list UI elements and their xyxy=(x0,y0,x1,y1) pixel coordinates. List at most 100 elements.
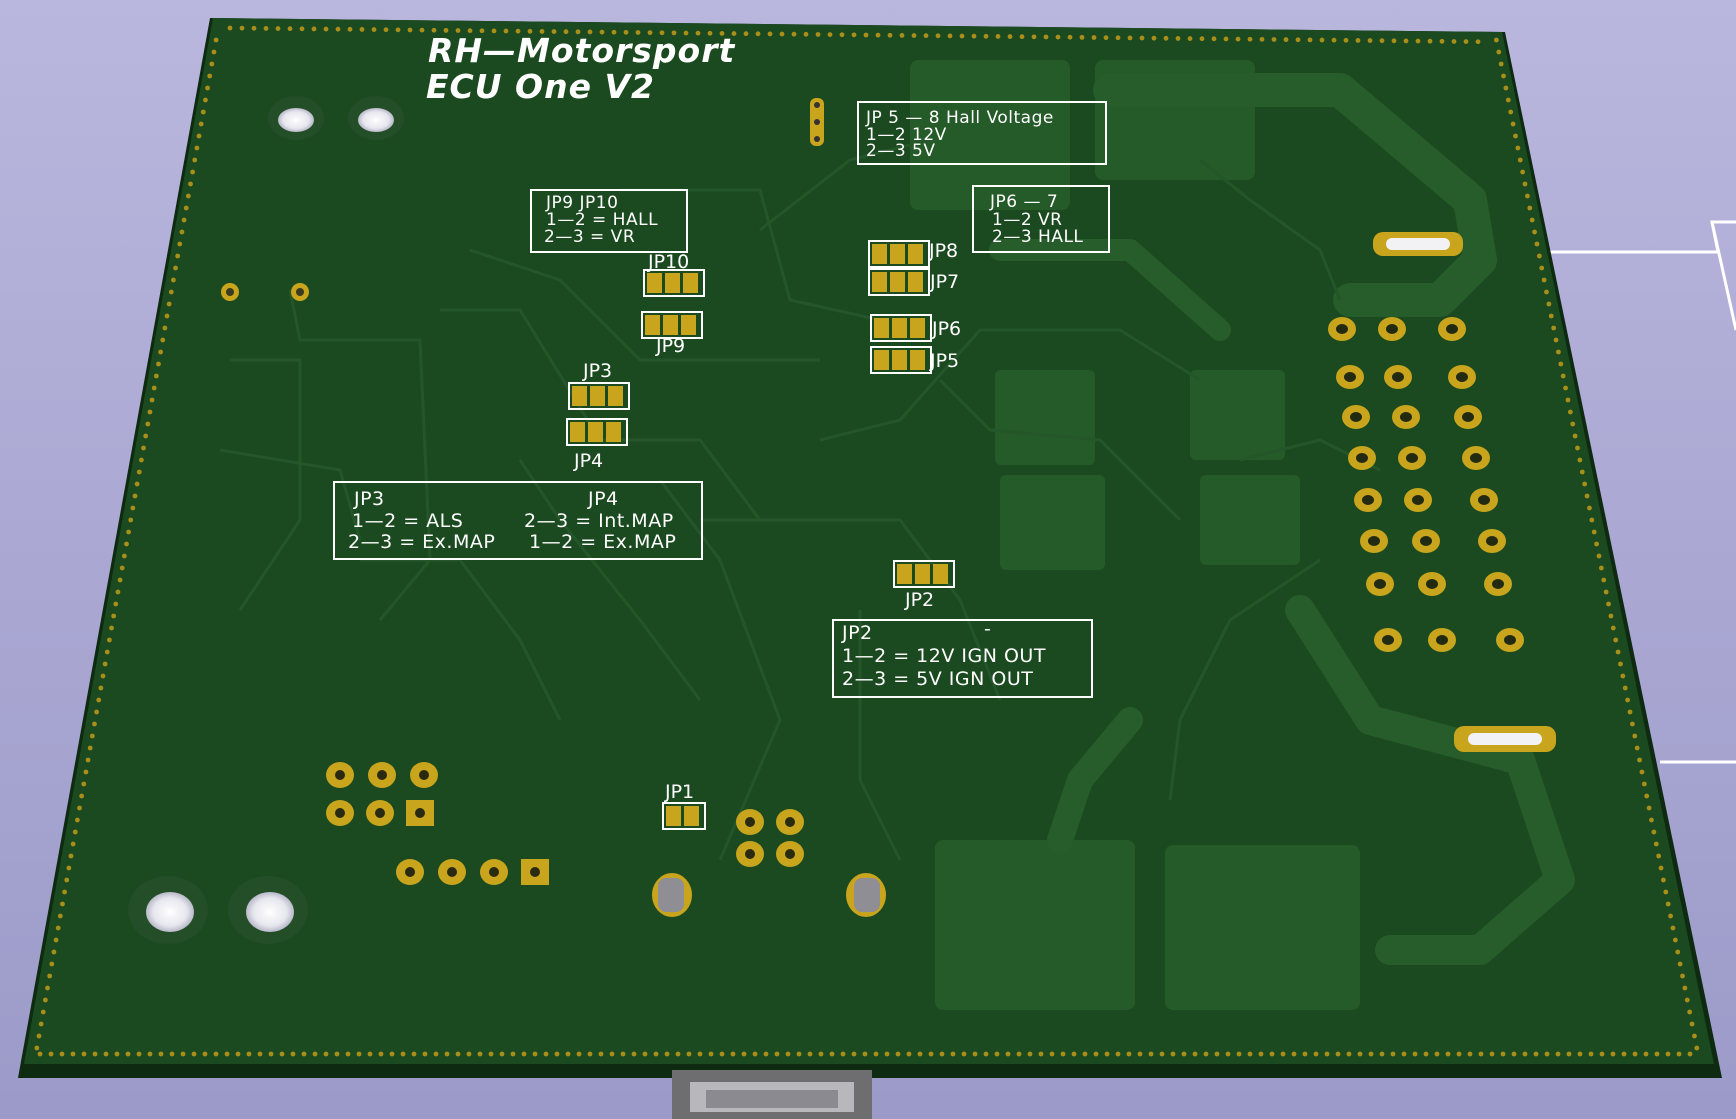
edge-via xyxy=(57,913,63,919)
edge-via xyxy=(1522,181,1528,187)
edge-via xyxy=(611,29,617,35)
jumper-pad xyxy=(915,564,930,584)
edge-via xyxy=(1445,1051,1451,1057)
edge-via xyxy=(136,1051,142,1057)
jumper-outline xyxy=(893,560,955,588)
edge-via xyxy=(72,829,78,835)
note-hall-voltage xyxy=(857,101,1107,165)
edge-via xyxy=(411,1051,417,1057)
edge-via xyxy=(1379,38,1385,44)
edge-via xyxy=(1082,1051,1088,1057)
edge-via xyxy=(488,1051,494,1057)
edge-via xyxy=(1335,1051,1341,1057)
test-pads xyxy=(810,98,824,146)
edge-via xyxy=(92,721,97,727)
edge-via xyxy=(1463,39,1469,44)
header-pad-hole xyxy=(785,817,795,827)
edge-via xyxy=(1649,817,1654,823)
edge-via xyxy=(1055,34,1061,40)
edge-via xyxy=(192,157,198,163)
edge-via xyxy=(1079,34,1085,40)
edge-via xyxy=(164,313,170,319)
edge-via xyxy=(1379,1051,1385,1057)
edge-via xyxy=(55,925,61,931)
connector-pad-hole xyxy=(1362,495,1374,505)
edge-via xyxy=(40,1009,46,1015)
edge-via xyxy=(730,1051,736,1057)
edge-via xyxy=(301,1051,307,1057)
edge-via xyxy=(1544,289,1549,295)
note-jp2-dash: - xyxy=(984,618,992,640)
edge-via xyxy=(185,193,191,199)
connector-pad-hole xyxy=(1446,324,1458,334)
edge-via xyxy=(565,1051,571,1057)
edge-via xyxy=(1544,1051,1550,1057)
edge-via xyxy=(576,1051,582,1057)
edge-via xyxy=(1324,1051,1330,1057)
edge-via xyxy=(1115,35,1121,41)
edge-via xyxy=(1148,1051,1154,1057)
edge-via xyxy=(1467,1051,1473,1057)
label-jp7: JP7 xyxy=(930,271,960,293)
jumper-pad xyxy=(588,422,603,442)
edge-via xyxy=(873,1051,879,1057)
edge-via xyxy=(419,27,425,33)
jumper-pad xyxy=(684,806,699,826)
mounting-holes xyxy=(128,96,404,944)
edge-via xyxy=(239,25,245,31)
edge-via xyxy=(383,27,389,33)
edge-via xyxy=(995,34,1001,39)
edge-via xyxy=(1629,721,1635,727)
edge-via xyxy=(1546,301,1552,307)
jumper-pad xyxy=(874,350,889,370)
edge-via xyxy=(875,32,881,38)
edge-via xyxy=(575,29,581,35)
edge-via xyxy=(1423,1051,1429,1057)
edge-via xyxy=(697,1051,703,1057)
edge-via xyxy=(1621,1051,1627,1057)
edge-via xyxy=(74,817,80,823)
edge-via xyxy=(1610,625,1616,631)
edge-via xyxy=(1598,565,1604,571)
jumper-outline xyxy=(643,269,705,297)
edge-via xyxy=(275,26,281,31)
edge-via xyxy=(1634,745,1640,751)
edge-via xyxy=(1163,35,1169,41)
edge-via xyxy=(125,1051,131,1057)
note-jp2-line1: JP2 xyxy=(842,622,873,644)
edge-via xyxy=(312,1051,318,1057)
edge-via xyxy=(598,1051,604,1057)
jumper-outline xyxy=(566,418,628,446)
edge-via xyxy=(1610,1051,1616,1057)
jumper-pad xyxy=(890,244,905,264)
edge-via xyxy=(1071,1051,1077,1057)
edge-via xyxy=(950,1051,956,1057)
edge-via xyxy=(862,1051,868,1057)
edge-via xyxy=(42,997,48,1003)
edge-via xyxy=(1672,937,1678,943)
edge-via xyxy=(191,1051,197,1057)
edge-via xyxy=(1606,601,1611,607)
edge-via xyxy=(1031,34,1037,40)
edge-via xyxy=(147,409,153,415)
connector-pad-hole xyxy=(1392,372,1404,382)
edge-via xyxy=(554,1051,560,1057)
edge-via xyxy=(263,25,269,31)
edge-via xyxy=(851,32,857,38)
connector-pad-hole xyxy=(1426,579,1438,589)
edge-via xyxy=(126,529,132,535)
note-jp9-jp10-line3: 2—3 = VR xyxy=(544,227,636,247)
edge-via xyxy=(89,733,95,739)
edge-via xyxy=(1632,1051,1638,1057)
edge-via xyxy=(1415,38,1421,44)
edge-via xyxy=(1067,34,1073,40)
edge-via xyxy=(1489,1051,1495,1057)
edge-via xyxy=(1575,445,1580,451)
note-jp3-jp4-r2a: 2—3 = Ex.MAP xyxy=(348,531,496,553)
edge-via xyxy=(1043,34,1049,40)
note-hall-voltage-line3: 2—3 5V xyxy=(866,141,936,161)
edge-via xyxy=(1501,73,1506,79)
jumper-pad xyxy=(570,422,585,442)
edge-via xyxy=(162,325,168,331)
